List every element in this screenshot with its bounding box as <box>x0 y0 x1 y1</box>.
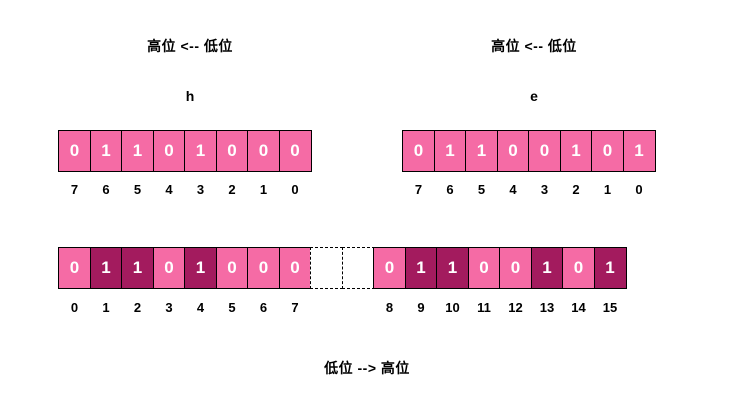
top-right-index-row: 7 6 5 4 3 2 1 0 <box>402 182 654 197</box>
bit-index: 2 <box>228 182 236 197</box>
bit-cell: 1 <box>121 247 154 289</box>
bit-cell: 0 <box>496 130 530 172</box>
bit-index: 6 <box>102 182 110 197</box>
bit-index: 11 <box>477 300 491 315</box>
index-spacer <box>310 300 343 315</box>
bit-index: 1 <box>102 300 110 315</box>
bit-index: 0 <box>70 300 79 315</box>
top-left-char-label: h <box>185 88 195 104</box>
bit-cell: 1 <box>530 247 564 289</box>
bit-index: 10 <box>445 300 460 315</box>
footer-direction-label: 低位 --> 高位 <box>324 360 410 376</box>
bit-index: 7 <box>291 300 299 315</box>
bit-cell: 1 <box>404 247 438 289</box>
bit-cell-empty <box>341 247 375 289</box>
top-right-char-label: e <box>530 88 538 104</box>
bit-cell: 0 <box>402 130 435 172</box>
bit-cell: 1 <box>433 130 467 172</box>
bit-cell: 0 <box>373 247 406 289</box>
bit-index: 4 <box>165 182 173 197</box>
bit-cell: 0 <box>591 130 624 172</box>
bit-index: 5 <box>228 300 236 315</box>
bit-cell: 0 <box>58 247 91 289</box>
bit-index: 12 <box>508 300 523 315</box>
bit-index: 4 <box>509 182 517 197</box>
index-spacer <box>342 300 375 315</box>
bit-index: 3 <box>540 182 549 197</box>
bit-cell: 1 <box>89 130 123 172</box>
bit-index: 13 <box>539 300 555 315</box>
bit-index: 5 <box>477 182 486 197</box>
bit-cell: 0 <box>499 247 532 289</box>
bit-index: 3 <box>196 182 205 197</box>
bit-cell: 1 <box>436 247 469 289</box>
bit-cell: 0 <box>152 130 186 172</box>
bit-cell: 0 <box>278 130 312 172</box>
bit-cell: 0 <box>278 247 312 289</box>
bit-index: 9 <box>417 300 425 315</box>
bit-cell: 0 <box>58 130 91 172</box>
bit-index: 7 <box>70 182 79 197</box>
top-left-direction-label: 高位 <-- 低位 <box>147 38 233 54</box>
bit-index: 6 <box>259 300 268 315</box>
bit-index: 1 <box>603 182 612 197</box>
bit-cell: 1 <box>121 130 154 172</box>
bit-cell: 0 <box>562 247 595 289</box>
bit-index: 8 <box>385 300 394 315</box>
bit-index: 14 <box>571 300 586 315</box>
bit-index: 15 <box>602 300 618 315</box>
bit-cell: 1 <box>559 130 593 172</box>
bit-index: 4 <box>196 300 205 315</box>
bit-index: 1 <box>259 182 268 197</box>
bit-cell: 0 <box>247 247 280 289</box>
bit-index: 5 <box>133 182 142 197</box>
bit-cell: 1 <box>593 247 627 289</box>
bit-index: 2 <box>133 300 142 315</box>
bit-index: 0 <box>291 182 299 197</box>
bit-cell-empty <box>310 247 343 289</box>
bit-index: 0 <box>635 182 643 197</box>
bit-cell: 0 <box>467 247 501 289</box>
top-right-direction-label: 高位 <-- 低位 <box>491 38 577 54</box>
bit-cell: 1 <box>184 130 217 172</box>
bit-index: 3 <box>165 300 173 315</box>
bit-index: 6 <box>446 182 454 197</box>
top-left-index-row: 7 6 5 4 3 2 1 0 <box>58 182 310 197</box>
bit-cell: 0 <box>247 130 280 172</box>
bit-cell: 0 <box>215 130 249 172</box>
bit-cell: 0 <box>215 247 249 289</box>
bit-cell: 1 <box>184 247 217 289</box>
bit-cell: 1 <box>465 130 498 172</box>
bit-cell: 1 <box>89 247 123 289</box>
bit-cell: 1 <box>622 130 656 172</box>
bit-index: 7 <box>414 182 423 197</box>
bit-cell: 0 <box>152 247 186 289</box>
bit-cell: 0 <box>528 130 561 172</box>
bit-index: 2 <box>572 182 580 197</box>
